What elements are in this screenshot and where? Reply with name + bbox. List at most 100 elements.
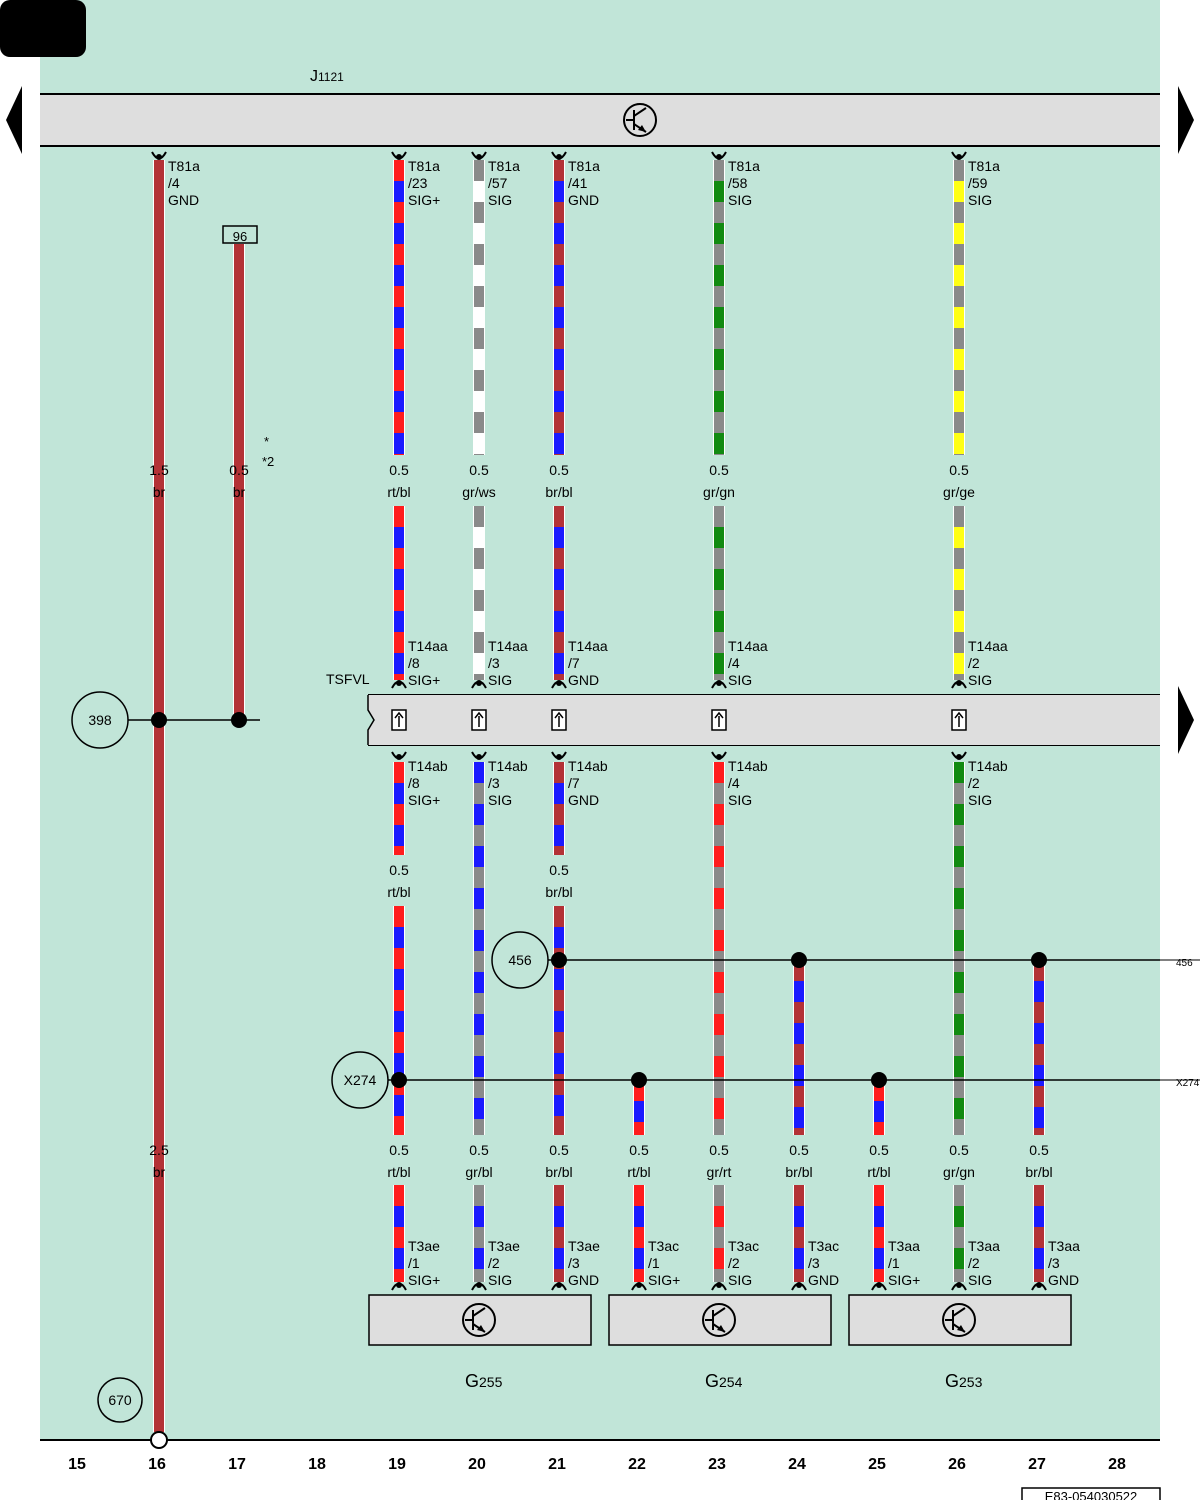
splice-dot[interactable] — [1031, 952, 1047, 968]
wire-col-16[interactable] — [153, 160, 165, 1432]
connector-pin-icon[interactable] — [151, 151, 167, 160]
connector-pin-icon[interactable] — [551, 751, 567, 760]
wire-color: gr/bl — [465, 1164, 492, 1180]
wire-lower-col-19[interactable] — [393, 1185, 405, 1282]
pin-label: SIG — [728, 192, 752, 208]
wire-color: br/bl — [545, 1164, 572, 1180]
connector-pin-icon[interactable] — [551, 151, 567, 160]
connector-pin-icon[interactable] — [791, 1282, 807, 1291]
continue-bus-arrow[interactable] — [1178, 686, 1194, 754]
wire-branch-col-25[interactable] — [873, 1080, 885, 1135]
wire-lower-col-27[interactable] — [1033, 1185, 1045, 1282]
pin-label: T3aa — [888, 1238, 920, 1254]
connector-pin-icon[interactable] — [391, 151, 407, 160]
next-page-arrow[interactable] — [1178, 86, 1194, 154]
wire-branch-col-27[interactable] — [1033, 960, 1045, 1135]
wire-col-17[interactable] — [233, 244, 245, 720]
wire-lower-col-20[interactable] — [473, 1185, 485, 1282]
connector-pin-icon[interactable] — [551, 1282, 567, 1291]
connector-pin-icon[interactable] — [951, 751, 967, 760]
splice-dot[interactable] — [231, 712, 247, 728]
prev-page-arrow[interactable] — [6, 86, 22, 154]
wire-upper-col-19[interactable] — [393, 506, 405, 680]
wire-middle-col-19[interactable] — [393, 906, 405, 1135]
splice-670[interactable]: 670 — [97, 1377, 143, 1423]
wire-middle-col-19[interactable] — [393, 762, 405, 855]
wire-upper-col-21[interactable] — [553, 506, 565, 680]
connector-pin-icon[interactable] — [471, 1282, 487, 1291]
ecu-module-j1121[interactable] — [40, 95, 1160, 145]
wire-upper-col-20[interactable] — [473, 160, 485, 455]
connector-pin-icon[interactable] — [711, 151, 727, 160]
wire-color: br/bl — [785, 1164, 812, 1180]
connector-pin-icon[interactable] — [391, 680, 407, 689]
wire-lower-col-25[interactable] — [873, 1185, 885, 1282]
pin-label: /2 — [968, 775, 980, 791]
connector-pin-icon[interactable] — [711, 680, 727, 689]
connector-pin-icon[interactable] — [471, 751, 487, 760]
column-number: 23 — [708, 1456, 726, 1473]
connector-pin-icon[interactable] — [1031, 1282, 1047, 1291]
wire-upper-col-23[interactable] — [713, 160, 725, 455]
pin-label: /2 — [968, 1255, 980, 1271]
connector-pin-icon[interactable] — [951, 680, 967, 689]
wire-lower-col-23[interactable] — [713, 1185, 725, 1282]
wire-middle-col-23[interactable] — [713, 762, 725, 1135]
connector-pin-icon[interactable] — [391, 751, 407, 760]
splice-dot[interactable] — [631, 1072, 647, 1088]
wire-middle-col-20[interactable] — [473, 762, 485, 1135]
splice-dot[interactable] — [391, 1072, 407, 1088]
wire-lower-col-22[interactable] — [633, 1185, 645, 1282]
tsfvl-bus[interactable] — [367, 694, 1160, 746]
connector-pin-icon[interactable] — [711, 1282, 727, 1291]
wire-upper-col-20[interactable] — [473, 506, 485, 680]
connector-pin-icon[interactable] — [711, 751, 727, 760]
pin-label: T14ab — [408, 758, 448, 774]
wire-lower-col-24[interactable] — [793, 1185, 805, 1282]
pin-label: T14ab — [728, 758, 768, 774]
sensor-module-g255[interactable] — [368, 1294, 592, 1346]
splice-398[interactable]: 398 — [71, 691, 129, 749]
bus-connector-icon — [711, 709, 727, 731]
splice-x274[interactable]: X274 — [331, 1051, 389, 1109]
splice-dot[interactable] — [551, 952, 567, 968]
connector-pin-icon[interactable] — [951, 1282, 967, 1291]
connector-pin-icon[interactable] — [551, 680, 567, 689]
connector-pin-icon[interactable] — [631, 1282, 647, 1291]
pin-label: T81a — [408, 158, 440, 174]
splice-dot[interactable] — [871, 1072, 887, 1088]
wire-branch-col-24[interactable] — [793, 960, 805, 1135]
splice-dot[interactable] — [791, 952, 807, 968]
pin-label: T14ab — [968, 758, 1008, 774]
wire-gauge: 0.5 — [469, 462, 489, 478]
wire-lower-col-26[interactable] — [953, 1185, 965, 1282]
wire-color: br — [233, 484, 246, 500]
splice-dot[interactable] — [151, 712, 167, 728]
fuse-box[interactable] — [222, 225, 258, 244]
sensor-module-g254[interactable] — [608, 1294, 832, 1346]
wire-upper-col-19[interactable] — [393, 160, 405, 455]
splice-456[interactable]: 456 — [491, 931, 549, 989]
wire-color: gr/gn — [943, 1164, 975, 1180]
ground-point[interactable] — [150, 1431, 168, 1449]
pin-label: T3ac — [648, 1238, 679, 1254]
connector-pin-icon[interactable] — [391, 1282, 407, 1291]
connector-pin-icon[interactable] — [471, 151, 487, 160]
wire-branch-col-22[interactable] — [633, 1080, 645, 1135]
wire-upper-col-23[interactable] — [713, 506, 725, 680]
wire-middle-col-21[interactable] — [553, 762, 565, 855]
pin-label: SIG+ — [648, 1272, 680, 1288]
connector-pin-icon[interactable] — [951, 151, 967, 160]
svg-text:X274: X274 — [344, 1072, 377, 1088]
sensor-module-g253[interactable] — [848, 1294, 1072, 1346]
wire-color: gr/ge — [943, 484, 975, 500]
wire-upper-col-26[interactable] — [953, 506, 965, 680]
wire-upper-col-21[interactable] — [553, 160, 565, 455]
connector-pin-icon[interactable] — [871, 1282, 887, 1291]
svg-text:456: 456 — [508, 952, 532, 968]
wire-upper-col-26[interactable] — [953, 160, 965, 455]
wire-lower-col-21[interactable] — [553, 1185, 565, 1282]
wire-middle-col-21[interactable] — [553, 906, 565, 1135]
wire-middle-col-26[interactable] — [953, 762, 965, 1135]
connector-pin-icon[interactable] — [471, 680, 487, 689]
